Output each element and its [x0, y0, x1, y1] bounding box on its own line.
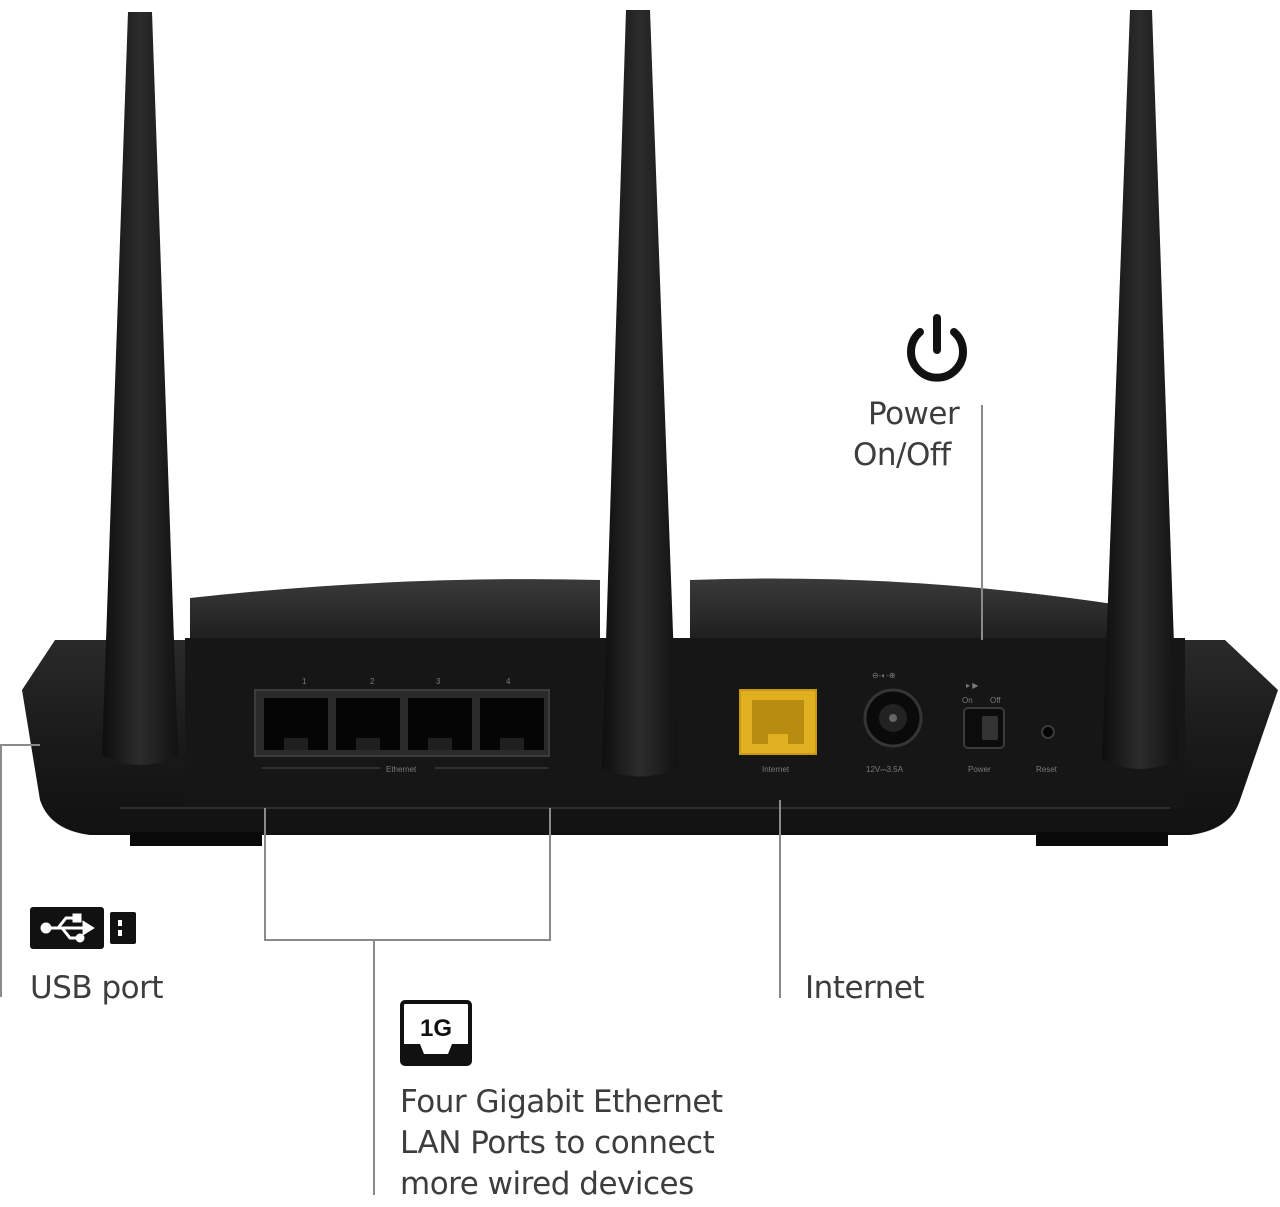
ethernet-callout-line3: more wired devices — [400, 1166, 694, 1202]
router-top-shell-left — [190, 579, 600, 645]
lan-port-block: 1 2 3 4 Ethernet — [254, 677, 550, 774]
power-switch-on-label: On — [962, 696, 973, 705]
antenna-center — [602, 10, 678, 777]
wan-port-label: Internet — [762, 765, 790, 774]
ethernet-callout-bracket — [264, 808, 551, 941]
power-callout-line2: On/Off — [853, 437, 951, 473]
lan-port-1 — [264, 698, 328, 750]
power-callout-line1: Power — [868, 396, 960, 432]
svg-text:⊖-◐-⊕: ⊖-◐-⊕ — [872, 671, 896, 680]
router-foot-left — [130, 832, 262, 846]
gigabit-ethernet-icon: 1G — [400, 1000, 472, 1066]
lan-port-number-3: 3 — [436, 677, 441, 686]
usb-icon — [30, 907, 136, 949]
power-switch-off-label: Off — [990, 696, 1001, 705]
gigabit-badge-label: 1G — [420, 1015, 452, 1042]
lan-port-2 — [336, 698, 400, 750]
lan-port-4 — [480, 698, 544, 750]
lan-port-number-2: 2 — [370, 677, 375, 686]
router-foot-right — [1036, 832, 1168, 846]
svg-text:▸ ▶: ▸ ▶ — [966, 681, 979, 690]
power-switch: ▸ ▶ On Off Power — [962, 681, 1005, 774]
power-switch-label: Power — [968, 765, 991, 774]
antenna-left — [102, 12, 178, 765]
power-icon — [907, 314, 967, 382]
internet-callout-label: Internet — [805, 970, 925, 1006]
callout-lines — [0, 405, 983, 1195]
lan-port-number-1: 1 — [302, 677, 307, 686]
usb-callout-label: USB port — [30, 970, 164, 1006]
reset-button: Reset — [1036, 725, 1058, 774]
antenna-right — [1102, 10, 1178, 769]
lan-port-number-4: 4 — [506, 677, 511, 686]
router-top-shell-right — [690, 578, 1120, 645]
ethernet-callout-line2: LAN Ports to connect — [400, 1125, 715, 1161]
ethernet-callout-line1: Four Gigabit Ethernet — [400, 1084, 723, 1120]
reset-label: Reset — [1036, 765, 1058, 774]
lan-port-3 — [408, 698, 472, 750]
lan-group-label: Ethernet — [386, 765, 417, 774]
dc-rating-label: 12V⎓3.5A — [866, 765, 904, 774]
wan-port: Internet — [739, 689, 817, 774]
dc-power-jack: ⊖-◐-⊕ 12V⎓3.5A — [863, 671, 923, 774]
